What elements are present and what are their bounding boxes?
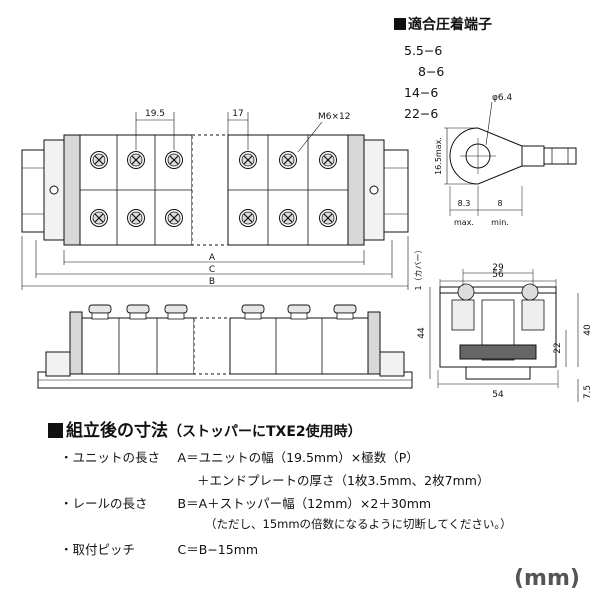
side-view: 56 29 54 44 1（カバー） 40 22 7.5 bbox=[414, 245, 593, 402]
dim-cover: 1（カバー） bbox=[414, 245, 423, 290]
dim-width-outer: 56 bbox=[492, 270, 504, 280]
row-text: A＝ユニットの幅（19.5mm）×極数（P） bbox=[177, 450, 419, 465]
dim-screw: M6×12 bbox=[318, 112, 350, 122]
terminal-size-item: 8−6 bbox=[418, 64, 445, 79]
row-bullet: ・ bbox=[60, 542, 73, 557]
dim-pitch: 19.5 bbox=[145, 109, 165, 119]
terminal-title-text: 適合圧着端子 bbox=[408, 17, 492, 33]
dim-width-inner: 29 bbox=[492, 263, 504, 273]
row-text: ＋エンドプレートの厚さ（1枚3.5mm、2枚7mm） bbox=[197, 473, 490, 488]
crimp-terminal-drawing: φ6.4 16.5max. 8.3 max. 8 min. bbox=[434, 93, 577, 227]
dim-left-note: max. bbox=[454, 218, 474, 227]
dim-hole: φ6.4 bbox=[492, 93, 513, 103]
dim-left: 8.3 bbox=[458, 199, 471, 208]
front-view bbox=[37, 304, 413, 389]
dim-plate: 17 bbox=[232, 109, 243, 119]
formula-subtitle: （ストッパーにTXE2使用時） bbox=[168, 424, 362, 440]
row-text: B＝A＋ストッパー幅（12mm）×2＋30mm bbox=[177, 496, 432, 511]
row-bullet: ・ bbox=[60, 496, 73, 511]
formula-row-unit-length: ・ユニットの長さ A＝ユニットの幅（19.5mm）×極数（P） bbox=[60, 447, 419, 466]
label-b: B bbox=[209, 277, 215, 287]
dim-right-note: min. bbox=[491, 218, 509, 227]
dim-height-rail: 7.5 bbox=[583, 385, 593, 399]
formula-row-rail-length: ・レールの長さ B＝A＋ストッパー幅（12mm）×2＋30mm bbox=[60, 493, 431, 512]
row-text: C＝B−15mm bbox=[177, 542, 259, 557]
row-text: （ただし、15mmの倍数になるように切断してください。） bbox=[205, 517, 512, 531]
formula-row-mount-pitch: ・取付ピッチ C＝B−15mm bbox=[60, 539, 258, 558]
label-a: A bbox=[209, 253, 216, 263]
terminal-size-item: 5.5−6 bbox=[404, 43, 443, 58]
formula-title-text: 組立後の寸法 bbox=[66, 421, 168, 441]
label-c: C bbox=[209, 265, 215, 275]
dim-height-mid: 22 bbox=[553, 342, 563, 353]
top-view: 19.5 17 M6×12 A C B bbox=[21, 109, 409, 290]
terminal-size-list: 5.5−6 8−6 14−6 22−6 bbox=[404, 40, 444, 124]
row-label: レールの長さ bbox=[72, 496, 148, 511]
terminal-size-item: 22−6 bbox=[404, 106, 439, 121]
row-label: ユニットの長さ bbox=[72, 450, 161, 465]
square-bullet-icon bbox=[48, 423, 63, 438]
dim-height: 16.5max. bbox=[434, 137, 443, 175]
formula-row-unit-length-cont: ＋エンドプレートの厚さ（1枚3.5mm、2枚7mm） bbox=[197, 470, 489, 489]
dim-height-body: 40 bbox=[583, 324, 593, 336]
row-label: 取付ピッチ bbox=[72, 542, 136, 557]
terminal-section-title: 適合圧着端子 bbox=[394, 14, 492, 34]
dim-height-total: 44 bbox=[417, 327, 427, 339]
row-bullet: ・ bbox=[60, 450, 73, 465]
formula-row-rail-note: （ただし、15mmの倍数になるように切断してください。） bbox=[205, 516, 512, 532]
unit-label: (mm) bbox=[514, 566, 580, 591]
formula-section-title: 組立後の寸法（ストッパーにTXE2使用時） bbox=[48, 416, 362, 441]
dim-right: 8 bbox=[497, 199, 502, 208]
square-bullet-icon bbox=[394, 18, 406, 30]
terminal-size-item: 14−6 bbox=[404, 85, 439, 100]
dim-base: 54 bbox=[492, 390, 504, 400]
